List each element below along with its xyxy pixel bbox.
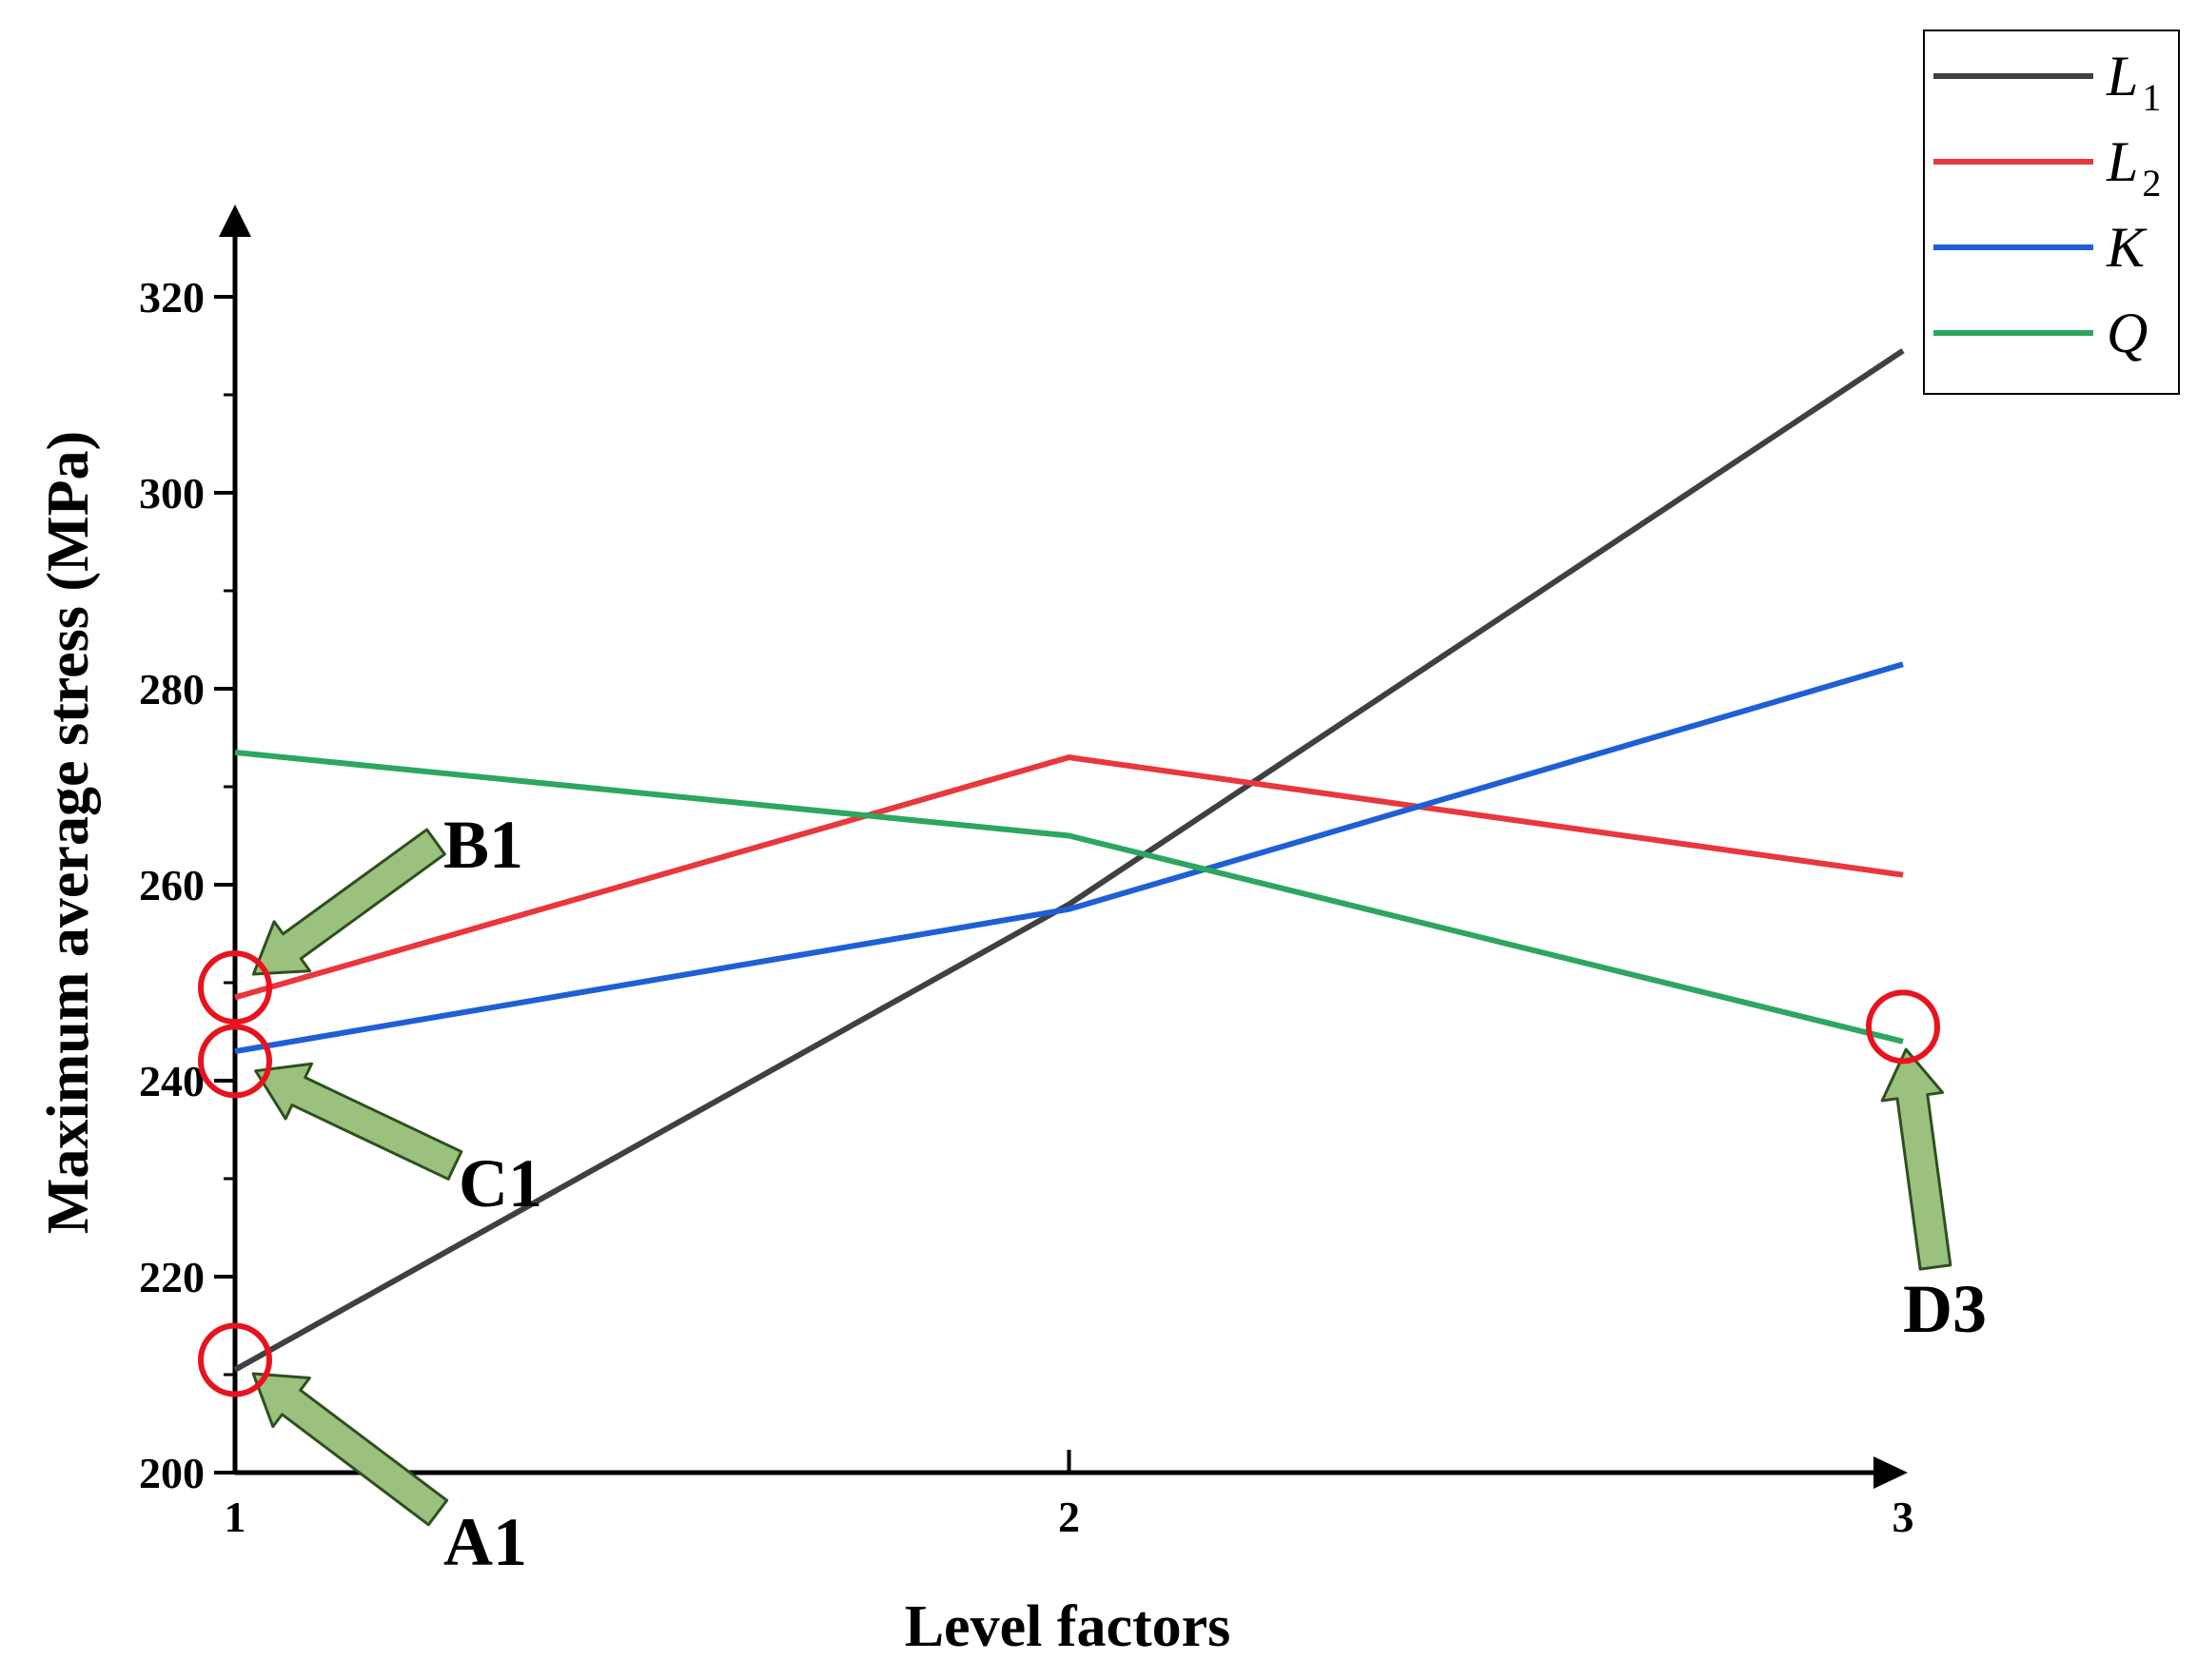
series-line-1 (233, 348, 1905, 1373)
y-tick-label: 320 (139, 273, 205, 322)
series-line-2 (234, 754, 1904, 1001)
x-axis-arrowhead (1873, 1456, 1908, 1489)
annotation-arrow-a1 (251, 1372, 449, 1527)
annotation-arrow-d3 (1880, 1047, 1952, 1271)
y-tick-label: 300 (139, 469, 205, 518)
legend-label-4: Q (2107, 302, 2148, 364)
legend-label-3: K (2106, 216, 2148, 279)
axes: 200 220 240 260 280 300 320 1 2 3 (139, 205, 1914, 1541)
y-tick-label: 200 (139, 1449, 205, 1497)
legend-subscript-2: 2 (2142, 162, 2161, 205)
x-tick-label: 3 (1893, 1493, 1914, 1541)
y-axis-arrowhead (219, 205, 251, 237)
series-layer (233, 348, 1905, 1373)
y-axis-title: Maximum average stress (MPa) (36, 431, 101, 1234)
annotation-arrow-b1 (251, 828, 446, 976)
annotation-label-a1: A1 (443, 1504, 527, 1580)
annotation-label-c1: C1 (459, 1145, 542, 1221)
annotation-arrow-c1 (254, 1062, 463, 1181)
annotation-circle-b1 (198, 950, 272, 1026)
series-line-4 (234, 749, 1904, 1045)
annotation-circle-a1 (198, 1322, 272, 1397)
x-tick-label: 1 (225, 1493, 246, 1541)
x-axis-title: Level factors (905, 1594, 1231, 1659)
y-tick-label: 220 (139, 1253, 205, 1301)
legend-subscript-1: 1 (2142, 76, 2161, 119)
y-tick-label: 280 (139, 665, 205, 713)
annotation-label-d3: D3 (1903, 1271, 1987, 1347)
y-tick-label: 240 (139, 1057, 205, 1105)
annotation-label-b1: B1 (443, 807, 523, 883)
y-tick-label: 260 (139, 861, 205, 909)
x-tick-label: 2 (1058, 1493, 1080, 1541)
annotation-circle-d3 (1866, 989, 1940, 1065)
series-line-3 (234, 661, 1904, 1055)
annotation-circle-c1 (198, 1024, 272, 1099)
